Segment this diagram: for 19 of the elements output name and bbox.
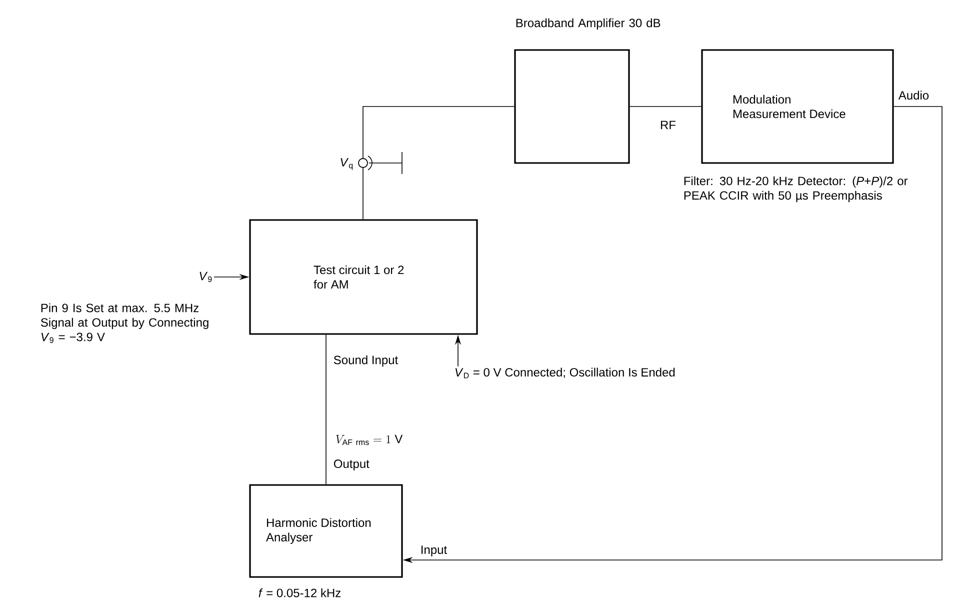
signal-label: Input (422, 546, 447, 556)
connection-line (629, 106, 702, 107)
voltage-label: V$_{D}$ = 0 V Connected; Oscillation Is Ended (455, 368, 675, 378)
device-box: Harmonic Distortion Analyser (249, 484, 403, 578)
edge-label: $V_{\mathrm{AF\ rms}} = 1\ \mathrm{V}$ (334, 434, 404, 446)
box-heading: Broadband Amplifier 30 dB (516, 18, 660, 30)
connection-line (362, 168, 364, 220)
note-text: Pin 9 Is Set at max. 5.5 MHz Signal at Output by Connecting V$_{9}$ = −3.9 V (40, 303, 208, 343)
edge-label: RF (659, 120, 677, 130)
signal-label: Audio (898, 90, 929, 100)
device-box: Test circuit 1 or 2 for AM (249, 219, 478, 335)
connection-line (362, 106, 515, 158)
signal-label: Sound Input (334, 355, 398, 367)
signal-label: Output (334, 460, 370, 470)
voltage-label: V$_{9}$ (200, 272, 212, 282)
device-box: Modulation Measurement Device (701, 49, 894, 164)
frequency-note: f = 0.05-12 kHz (258, 588, 341, 598)
settings-note: Filter: 30 Hz-20 kHz Detector: (P+P)/2 or PEAK CCIR with 50 µs Preemphasis (684, 176, 908, 202)
voltage-label: V$_{q}$ (340, 158, 353, 170)
